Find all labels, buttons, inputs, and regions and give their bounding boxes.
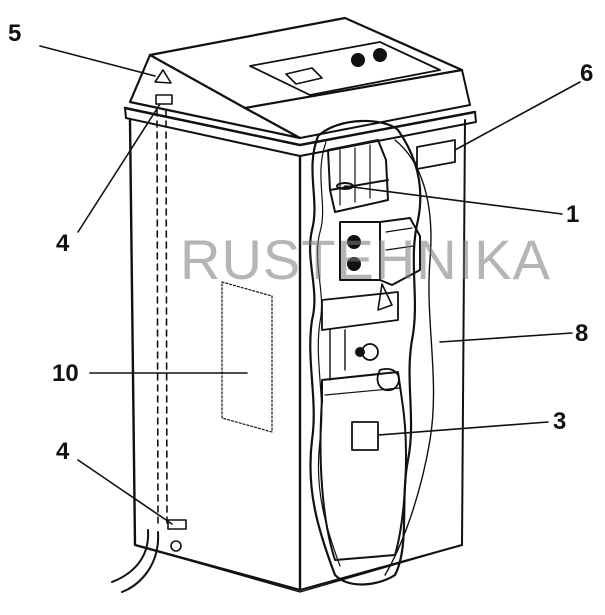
leader-lines [39,45,581,525]
callout-8: 8 [575,320,589,347]
lid [123,16,477,157]
callout-1: 1 [566,201,580,228]
callout-10: 10 [52,360,79,387]
callout-4-bottom: 4 [56,438,70,465]
leader-8 [439,332,573,343]
leader-4-bottom [77,459,173,525]
leader-4-top [77,103,161,233]
drain-port [170,540,182,552]
control-panel [249,41,441,96]
cutaway [308,119,435,586]
leader-3 [377,421,549,436]
tank-label [351,421,379,451]
leader-5 [39,45,156,77]
warning-triangle [154,69,172,84]
leader-6 [454,81,581,151]
front-label-plate [221,281,273,433]
callout-4-top: 4 [56,230,70,257]
callout-6: 6 [580,60,594,87]
control-knob-2 [373,48,387,62]
callout-5: 5 [8,20,22,47]
display-window [285,67,323,85]
label-plate-bottom [167,519,187,530]
control-knob-1 [351,53,365,67]
motor-marker [336,182,354,190]
callout-3: 3 [553,408,567,435]
rating-plate [416,139,456,170]
cabinet [111,109,466,593]
leader-1 [344,185,563,215]
label-plate-top [155,94,173,105]
